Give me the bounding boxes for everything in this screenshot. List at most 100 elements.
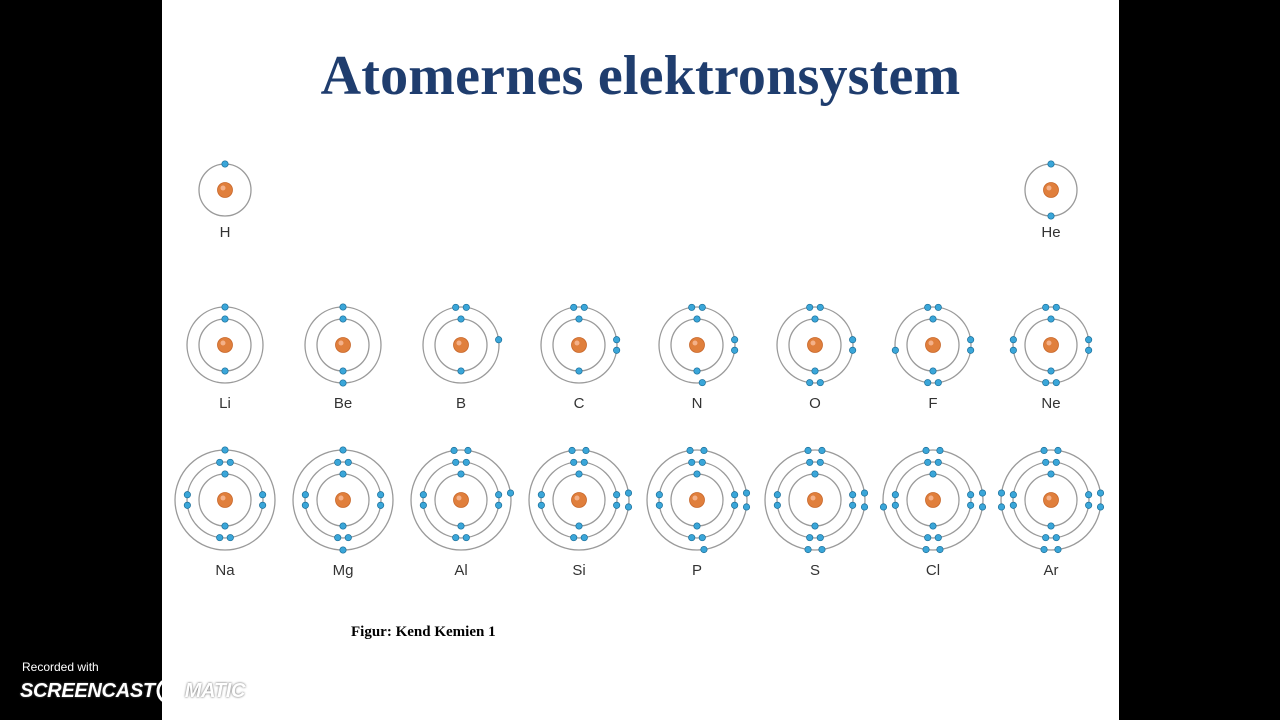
nucleus-icon — [217, 492, 233, 508]
electron-icon — [929, 470, 937, 478]
electron-icon — [570, 534, 578, 542]
electron-icon — [806, 534, 814, 542]
nucleus-highlight — [456, 495, 462, 501]
electron-icon — [804, 446, 812, 455]
electron-shell — [186, 461, 264, 539]
electron-icon — [613, 346, 621, 354]
electron-icon — [339, 546, 347, 554]
electron-icon — [226, 458, 234, 466]
electron-icon — [934, 379, 942, 387]
electron-icon — [221, 160, 229, 168]
electron-icon — [613, 336, 621, 344]
electron-icon — [457, 315, 465, 323]
electron-icon — [860, 489, 869, 497]
electron-icon — [1042, 379, 1050, 387]
electron-icon — [700, 446, 708, 455]
atom-li: Li — [186, 303, 264, 412]
recorded-with-label: Recorded with — [22, 660, 99, 674]
atom-al: Al — [410, 446, 515, 579]
electron-icon — [339, 367, 347, 375]
electron-icon — [818, 545, 826, 554]
electron-icon — [183, 501, 191, 509]
nucleus-highlight — [1046, 185, 1052, 191]
element-symbol: Ar — [1044, 562, 1059, 579]
electron-icon — [655, 501, 663, 509]
electron-icon — [816, 379, 824, 387]
electron-icon — [934, 458, 942, 466]
atom-s: S — [764, 446, 869, 579]
electron-icon — [698, 303, 706, 311]
electron-icon — [575, 470, 583, 478]
nucleus-highlight — [574, 340, 580, 346]
electron-icon — [339, 315, 347, 323]
nucleus-icon — [1043, 182, 1059, 198]
atom-cl: Cl — [879, 446, 987, 579]
electron-icon — [1047, 212, 1055, 220]
electron-icon — [1054, 545, 1062, 554]
electron-icon — [773, 491, 781, 499]
slide-title: Atomernes elektronsystem — [320, 45, 961, 107]
nucleus-icon — [453, 337, 469, 353]
element-symbol: Be — [334, 395, 352, 412]
electron-icon — [731, 491, 739, 499]
element-symbol: He — [1041, 224, 1060, 241]
electron-icon — [816, 458, 824, 466]
element-symbol: Li — [219, 395, 231, 412]
nucleus-icon — [689, 337, 705, 353]
electron-icon — [221, 303, 229, 311]
nucleus-icon — [925, 492, 941, 508]
element-symbol: N — [692, 395, 703, 412]
electron-shell — [540, 306, 618, 384]
element-symbol: Na — [215, 562, 235, 579]
electron-icon — [568, 446, 576, 455]
nucleus-icon — [217, 182, 233, 198]
electron-icon — [978, 489, 987, 497]
element-symbol: Cl — [926, 562, 940, 579]
electron-icon — [1085, 336, 1093, 344]
electron-icon — [1047, 160, 1055, 168]
electron-icon — [580, 303, 588, 311]
screencast-o-matic-logo: SCREENCAST MATIC — [20, 675, 245, 707]
electron-icon — [698, 458, 706, 466]
electron-icon — [495, 491, 503, 499]
electron-shell — [410, 449, 512, 551]
electron-icon — [580, 534, 588, 542]
electron-icon — [613, 491, 621, 499]
electron-icon — [811, 522, 819, 530]
electron-icon — [226, 534, 234, 542]
element-symbol: Ne — [1041, 395, 1060, 412]
electron-icon — [849, 501, 857, 509]
electron-icon — [1042, 534, 1050, 542]
electron-icon — [1085, 501, 1093, 509]
electron-icon — [936, 545, 944, 554]
electron-icon — [693, 522, 701, 530]
nucleus-highlight — [928, 340, 934, 346]
electron-icon — [688, 303, 696, 311]
electron-icon — [221, 367, 229, 375]
nucleus-highlight — [338, 340, 344, 346]
atom-p: P — [646, 446, 751, 579]
atom-h: H — [198, 160, 252, 241]
electron-icon — [183, 491, 191, 499]
electron-shell — [882, 449, 984, 551]
atom-n: N — [658, 303, 739, 412]
nucleus-highlight — [338, 495, 344, 501]
electron-icon — [1085, 346, 1093, 354]
electron-icon — [698, 379, 706, 387]
electron-shell — [1000, 449, 1102, 551]
electron-icon — [1052, 379, 1060, 387]
electron-icon — [613, 501, 621, 509]
atom-c: C — [540, 303, 621, 412]
electron-icon — [924, 379, 932, 387]
electron-icon — [377, 501, 385, 509]
electron-icon — [1052, 458, 1060, 466]
electron-shell — [528, 449, 630, 551]
electron-icon — [806, 303, 814, 311]
electron-icon — [1047, 315, 1055, 323]
element-symbol: Si — [572, 562, 585, 579]
electron-icon — [891, 501, 899, 509]
electron-icon — [221, 522, 229, 530]
atom-be: Be — [304, 303, 382, 412]
electron-icon — [879, 503, 888, 511]
